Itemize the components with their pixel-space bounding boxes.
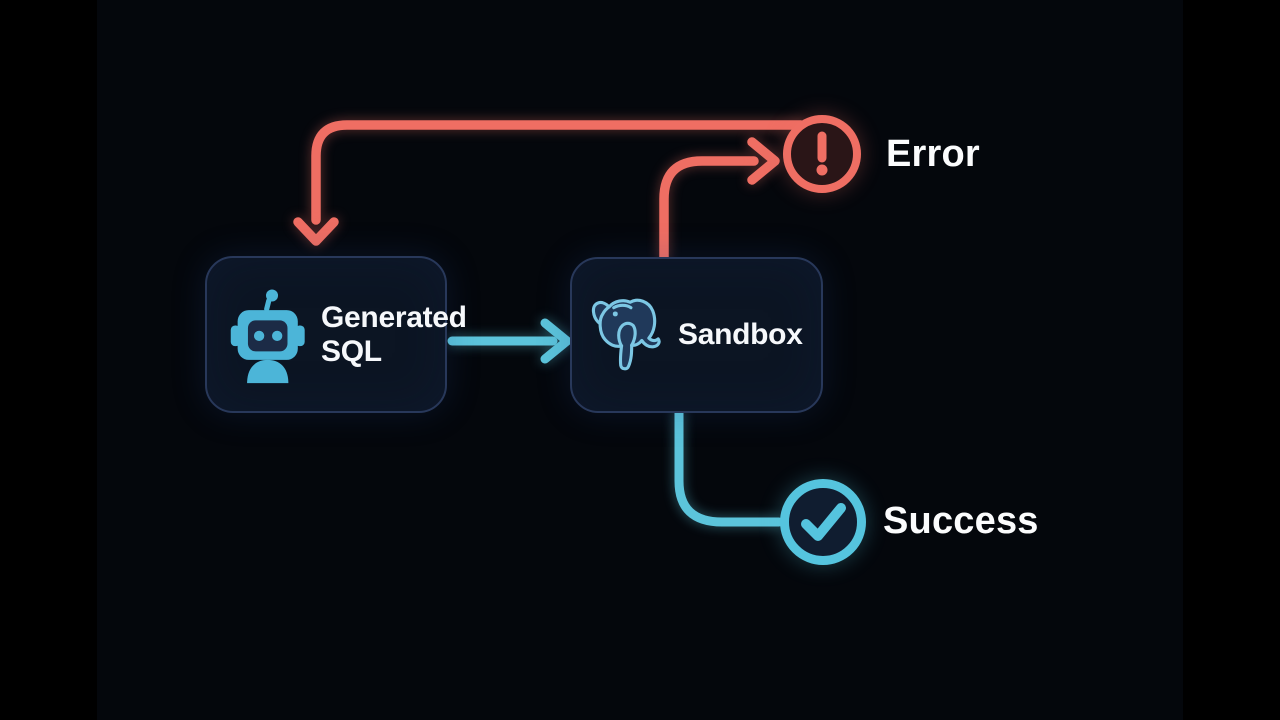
exclamation-icon — [816, 131, 828, 176]
node-label-sandbox: Sandbox — [678, 318, 803, 352]
arrowhead-right-teal — [540, 318, 572, 364]
success-node — [780, 479, 866, 565]
success-label: Success — [883, 500, 1039, 542]
edge-sandbox-to-success — [674, 408, 784, 527]
node-sandbox: Sandbox — [570, 257, 823, 413]
robot-icon — [223, 286, 309, 384]
arrowhead-down-red — [293, 217, 339, 246]
node-label-generated-sql: Generated SQL — [321, 300, 467, 368]
error-node — [783, 115, 861, 193]
letterbox-right — [1183, 0, 1280, 720]
checkmark-icon — [801, 503, 846, 541]
edge-generated-sql-to-sandbox — [447, 318, 572, 364]
error-label: Error — [886, 133, 980, 175]
postgresql-elephant-icon — [588, 295, 666, 375]
edge-error-to-generated-sql — [293, 120, 806, 246]
arrowhead-right-red — [747, 137, 780, 185]
node-generated-sql: Generated SQL — [205, 256, 467, 413]
edge-sandbox-to-error — [659, 137, 780, 262]
letterbox-left — [0, 0, 97, 720]
